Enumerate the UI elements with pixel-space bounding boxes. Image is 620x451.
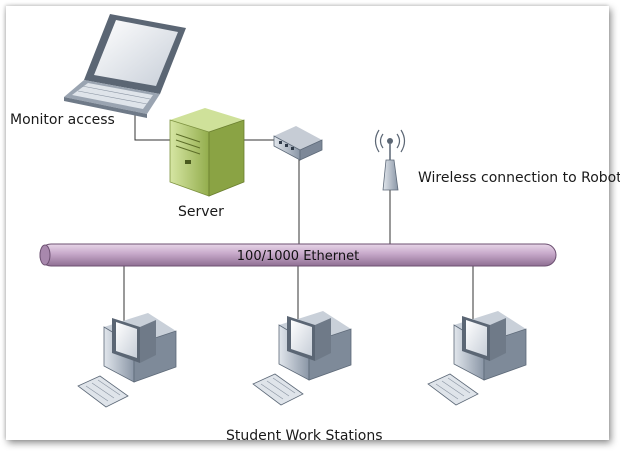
wireless-antenna-icon	[374, 129, 406, 191]
monitor-access-label: Monitor access	[10, 112, 115, 128]
laptop-icon	[64, 14, 186, 118]
workstation-icon	[427, 311, 527, 406]
student-stations-label: Student Work Stations	[226, 428, 383, 444]
ethernet-bus	[39, 243, 557, 267]
server-tower-icon	[169, 108, 245, 197]
workstation-icon	[77, 313, 177, 408]
workstation-icon	[252, 311, 352, 406]
server-label: Server	[178, 204, 224, 220]
ethernet-label: 100/1000 Ethernet	[237, 249, 359, 264]
wireless-label: Wireless connection to Robots	[418, 170, 620, 186]
network-switch-icon	[273, 126, 323, 161]
